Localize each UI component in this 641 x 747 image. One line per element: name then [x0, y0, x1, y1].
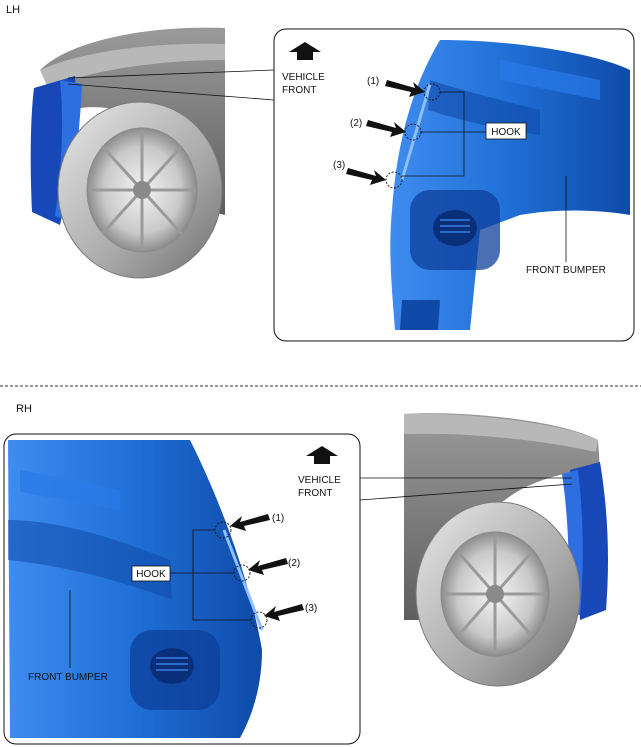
rh-side-label: RH [16, 403, 32, 415]
rh-arrow-1 [230, 514, 270, 531]
lh-arrow-2 [366, 120, 406, 137]
lh-hook-bracket [402, 91, 465, 177]
lh-callout-3: (3) [333, 160, 345, 171]
rh-part-label: FRONT BUMPER [28, 672, 108, 683]
rh-arrow-3 [264, 604, 304, 621]
lh-bumper-detail [390, 40, 630, 330]
rh-hook-label-box [131, 565, 171, 582]
lh-side-label: LH [6, 4, 20, 16]
lh-hook-label: HOOK [491, 127, 521, 138]
rh-hook-bracket [192, 529, 251, 621]
rh-callout-2: (2) [288, 558, 300, 569]
lh-arrow-1 [385, 80, 425, 97]
lh-leader-line-top [67, 69, 275, 79]
rh-bumper-detail [8, 440, 264, 738]
lh-leader-line-bottom [67, 83, 275, 101]
lh-callout-2: (2) [350, 118, 362, 129]
lh-hook-label-box [485, 122, 527, 140]
rh-overview-car [404, 413, 608, 687]
lh-vehicle-front-arrow-icon [289, 42, 321, 60]
rh-vehicle-front-arrow-icon [306, 446, 338, 464]
rh-leader-line-bottom [359, 483, 573, 501]
rh-arrow-2 [248, 558, 288, 575]
rh-vehicle-front-line2: FRONT [298, 488, 332, 499]
lh-part-label: FRONT BUMPER [526, 265, 606, 276]
lh-callout-1: (1) [367, 76, 379, 87]
lh-vehicle-front-line1: VEHICLE [282, 72, 325, 83]
rh-callout-1: (1) [272, 513, 284, 524]
lh-section: LH [6, 4, 635, 342]
lh-arrow-3 [346, 168, 386, 185]
lh-overview-car [30, 27, 225, 279]
rh-vehicle-front-line1: VEHICLE [298, 475, 341, 486]
rh-callout-3: (3) [305, 603, 317, 614]
rh-section: RH [3, 403, 608, 745]
rh-hook-label: HOOK [136, 569, 166, 580]
lh-vehicle-front-line2: FRONT [282, 85, 316, 96]
